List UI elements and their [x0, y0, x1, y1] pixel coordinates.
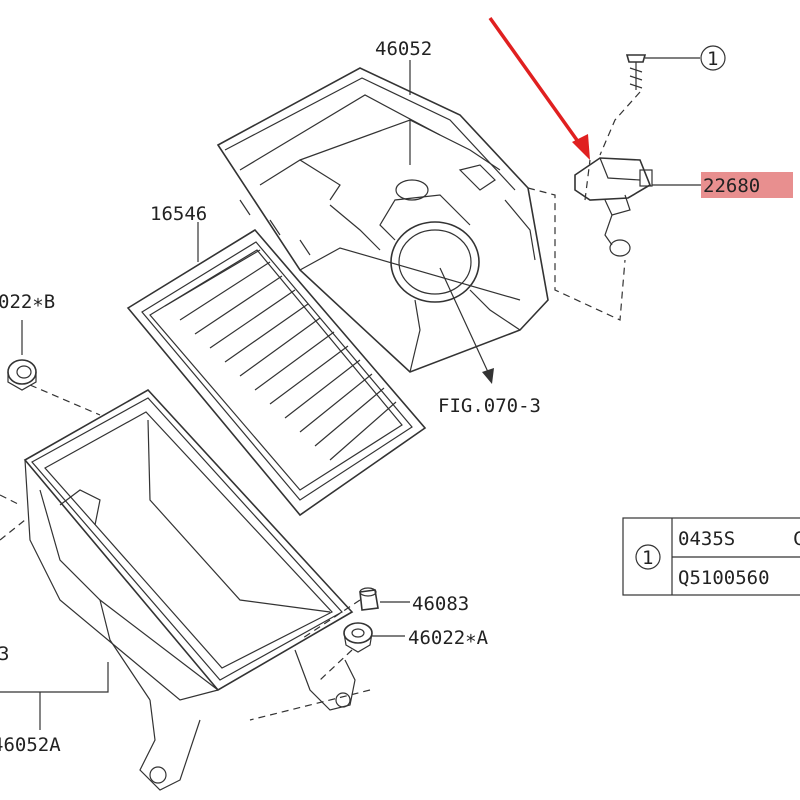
callout-circle-icon — [700, 45, 726, 71]
legend-row1-extra: C — [793, 528, 800, 550]
part-label-22680[interactable]: 22680 — [703, 175, 760, 197]
legend-row1-code: 0435S — [678, 528, 735, 550]
legend-table — [622, 517, 800, 596]
air-filter[interactable] — [126, 228, 427, 517]
collar-46083[interactable] — [359, 587, 379, 611]
part-label-46052a[interactable]: 46052A — [0, 734, 61, 756]
part-label-16546[interactable]: 16546 — [150, 203, 207, 225]
dash-lower-connections — [249, 599, 371, 721]
part-label-46022b[interactable]: 022∗B — [0, 291, 55, 313]
screw-icon[interactable] — [625, 54, 647, 90]
dash-left-edge — [0, 519, 26, 541]
air-cleaner-case[interactable] — [23, 388, 356, 791]
fig-reference-label[interactable]: FIG.070-3 — [438, 395, 541, 417]
maf-sensor[interactable] — [574, 157, 653, 257]
legend-row2-code: Q5100560 — [678, 567, 770, 589]
part-label-46052[interactable]: 46052 — [375, 38, 432, 60]
dash-left-edge-2 — [0, 494, 21, 506]
red-arrow-icon — [488, 16, 590, 160]
legend-key: 1 — [642, 547, 653, 569]
grommet-b[interactable] — [7, 359, 37, 391]
dash-grommet-b — [29, 384, 101, 416]
grommet-a[interactable] — [343, 622, 373, 653]
callout-number: 1 — [707, 48, 718, 70]
highlight-22680 — [701, 172, 793, 198]
part-label-46022a[interactable]: 46022∗A — [408, 627, 489, 649]
part-label-partial[interactable]: 3 — [0, 643, 9, 665]
bracket-46052a — [0, 662, 109, 693]
part-label-46083[interactable]: 46083 — [412, 593, 469, 615]
air-cleaner-cover[interactable] — [216, 67, 549, 373]
fig-reference-arrow — [439, 267, 494, 384]
